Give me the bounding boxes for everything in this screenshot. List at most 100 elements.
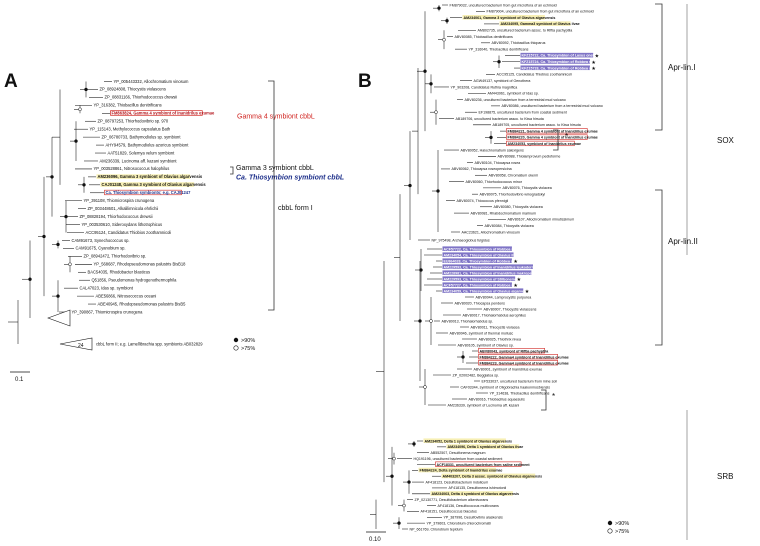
b-leaf-label: YP_316040, Thiobacillus denitrificans [469,47,529,51]
b-leaf-label: ABV80074, Thiococcus pfennigii [457,199,509,203]
a-leaf-label: CAJ01248, Gamma 3 symbiont of Olavius al… [102,182,207,187]
b-leaf-label: AB552507, Desulfonema magnum [431,451,486,455]
b-leaf-label: ABV80007, Thiocystis violascens [484,307,537,311]
b-support-node [423,69,427,73]
b-leaf-label: AB189706, uncultured bacterium assoc. to… [456,117,544,121]
b-support-node [412,442,416,446]
asterisk-b2: * [552,392,555,401]
collapsed-clade-form-ii [59,337,93,351]
b-leaf-highlight [442,252,514,257]
b-leaf-label: FM879032, uncultured bacterium from gut … [450,3,557,7]
a-leaf-label: ZP_06780733, Bathymodiolus sp. symbiont [102,134,182,139]
panel-b-label: B [358,71,372,92]
b-leaf-label: AM234054, Ca. Thiosymbion of Olavius ilv… [444,253,520,257]
b-leaf-highlight [478,348,545,354]
b-leaf-label: AM234095, Gamma3 symbiont of Olavius ilv… [501,22,580,26]
a-leaf-highlight [100,182,195,187]
gamma3-label: Gamma 3 symbiont cbbL [236,165,314,172]
b-star-mark: ★ [595,53,600,59]
a-support-node [78,107,82,112]
b-leaf-label: EF533037, uncultured bacterium from mine… [482,379,558,383]
b-leaf-highlight [430,491,513,496]
b-leaf-label: AM229593, Ca. Thiosymbion of Inanidrilus… [444,265,543,269]
b-leaf-label: AM403207, Delta 3 assoc. symbiont of Ola… [443,475,543,479]
b-support-node [436,189,440,193]
b-leaf-label: ABV80011, Thiocystis violacea [471,325,520,329]
b-support-node [423,385,427,389]
a-support-node [56,294,60,298]
tree-a-branches [8,81,112,344]
a-leaf-label: AM236096, Gamma 3 symbiont of Olavius al… [98,174,203,179]
b-leaf-label: NP_661769, Chlorobium tepidum [410,527,463,531]
b-leaf-label: FM864222, Gamma4 symbiont of Inanidrilus… [480,355,569,359]
b-leaf-highlight [478,354,558,360]
a-leaf-label: YP_003530610, Sideroxydans lithotrophicu… [82,222,163,227]
b-leaf-label: AAC23621, Allochromatium vinosum [462,230,520,234]
b-leaf-label: AM234059, Ca. Thiosymbion of Olavius alg… [444,289,532,293]
b-star-mark: ★ [513,259,518,265]
b-support-node [390,474,394,478]
a-leaf-label: ACC95124, Candidatus Thiobios zoothamnic… [86,230,172,235]
b-leaf-highlight [442,270,532,275]
b-star-mark: ★ [591,60,596,66]
a-leaf-label: ZP_08831166, Thiorhodococcus drewsii [105,95,178,100]
b-leaf-label: ABV80017, Thiohalorhabdus aerophilus [463,313,527,317]
legend-b-75: >75% [615,529,629,535]
b-leaf-label: AF418136, Desulfococcus multivorans [438,504,500,508]
b-leaf-label: NP_975498, Archaeoglobus fulgidus [432,238,490,242]
legend-filled-circle [233,337,239,343]
a-leaf-label: CAM91673, Synechococcus sp. [72,238,130,243]
a-leaf-highlight [110,110,203,116]
b-leaf-label: KFZ15724, Ca. Thiosymbion of Robbea sp. … [522,60,598,64]
b-leaf-label: FM864220, Gamma 4 symbiont of Inanidrilu… [508,136,598,140]
tree-b-nodes [390,6,501,525]
apr-lin1-bracket [655,3,663,131]
b-leaf-label: ACF57727, Ca. Thiosymbion of Robbea sp. … [444,283,520,287]
b-leaf-label: AF418135, Desulfonema ishimotonii [449,486,507,490]
b-leaf-label: AF418123, Desulfobacterium indolicum [426,480,489,484]
b-leaf-highlight [506,128,588,134]
b-leaf-label: ABV80062, Thiocapsa roseopersicina [452,167,512,171]
b-star-mark: ★ [591,66,596,72]
b-support-node [408,183,412,188]
b-support-node [392,456,396,461]
b-leaf-label: ABV80086, uncultured bacterium from a te… [502,104,603,108]
scale-b-label: 0.10 [369,537,381,543]
b-leaf-label: KFZ15722, Ca. Thiosymbion of Laxus oneis… [522,54,601,58]
tree-b-branches [370,4,520,530]
b-leaf-label: AM234063, Delta 4 symbiont of Olavius al… [432,492,519,496]
b-leaf-highlight [506,134,588,140]
legend-open-circle [233,345,239,351]
b-leaf-highlight [442,246,512,251]
form-ii-leaf: cbbL form II; e.g. Lamellibrachia spp. s… [96,342,203,347]
b-leaf-highlight [442,282,512,287]
group-apr-lin2: Apr-lin.II [668,237,698,246]
b-leaf-highlight [520,52,594,58]
a-leaf-label: YP_391108, Thiomicrospira crunogena [84,198,155,203]
b-leaf-label: AF418151, Desulfococcus biacutus [421,510,478,514]
b-leaf-label: FM864223, Gamma4 symbiont of Inanidrilus… [480,361,569,365]
a-support-node [50,175,54,179]
group-sox: SOX [717,136,735,145]
b-leaf-label: ABV80016, Thiobacillus aquaesulis [469,397,525,401]
b-leaf-highlight [499,21,571,26]
b-leaf-label: ABV80105, symbiont of Olavius sp. [458,343,514,347]
b-leaf-label: AM234096, Delta 1 symbiont of Olavius il… [448,445,524,449]
b-support-node [489,135,493,140]
gamma4-label: Gamma 4 symbiont cbbL [237,114,315,121]
b-leaf-label: ZP_02002482, Beggiatoa sp. [453,373,500,377]
b-support-node [461,355,465,359]
b-leaf-label: AM236339, symbiont of Lucinoma aff. kaza… [448,403,520,407]
b-support-node [407,480,411,484]
b-leaf-highlight [442,288,524,293]
asterisk-b1: * [565,132,568,141]
b-leaf-highlight [520,65,590,71]
a-leaf-label: YP_390867, Thiomicrospira crunogena [72,309,144,314]
legend-b-filled [607,520,613,526]
b-support-node [419,268,423,272]
b-leaf-label: YP_387996, Desulfovibrio alaskensis [444,516,504,520]
b-leaf-label: ABV80076, Thiocystis violacea [503,186,552,190]
legend-a-75: >75% [241,346,255,352]
group-srb: SRB [717,472,733,481]
